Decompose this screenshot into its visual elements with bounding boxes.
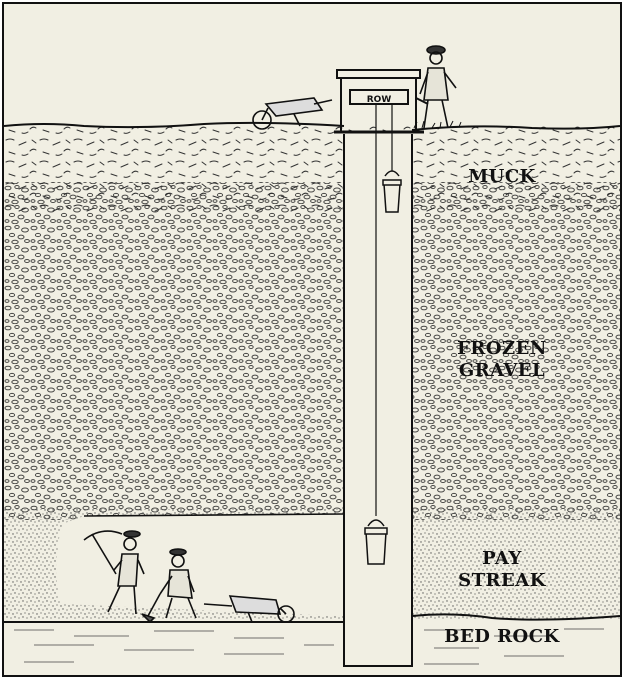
frozen-gravel-label-line2: GRAVEL	[434, 360, 570, 382]
frozen-gravel-label: FROZEN GRAVEL	[434, 338, 570, 382]
frozen-gravel-label-line1: FROZEN	[434, 338, 570, 360]
pay-streak-label-line1: PAY	[444, 548, 560, 570]
muck-label: MUCK	[452, 166, 552, 188]
bed-rock-label: BED ROCK	[434, 626, 570, 648]
surface-miner	[420, 46, 456, 128]
mine-shaft	[344, 132, 412, 670]
windlass-sign: ROW	[367, 95, 392, 105]
drift-tunnel	[56, 514, 344, 616]
pay-streak-label: PAY STREAK	[444, 548, 560, 592]
pay-streak-label-line2: STREAK	[444, 570, 560, 592]
